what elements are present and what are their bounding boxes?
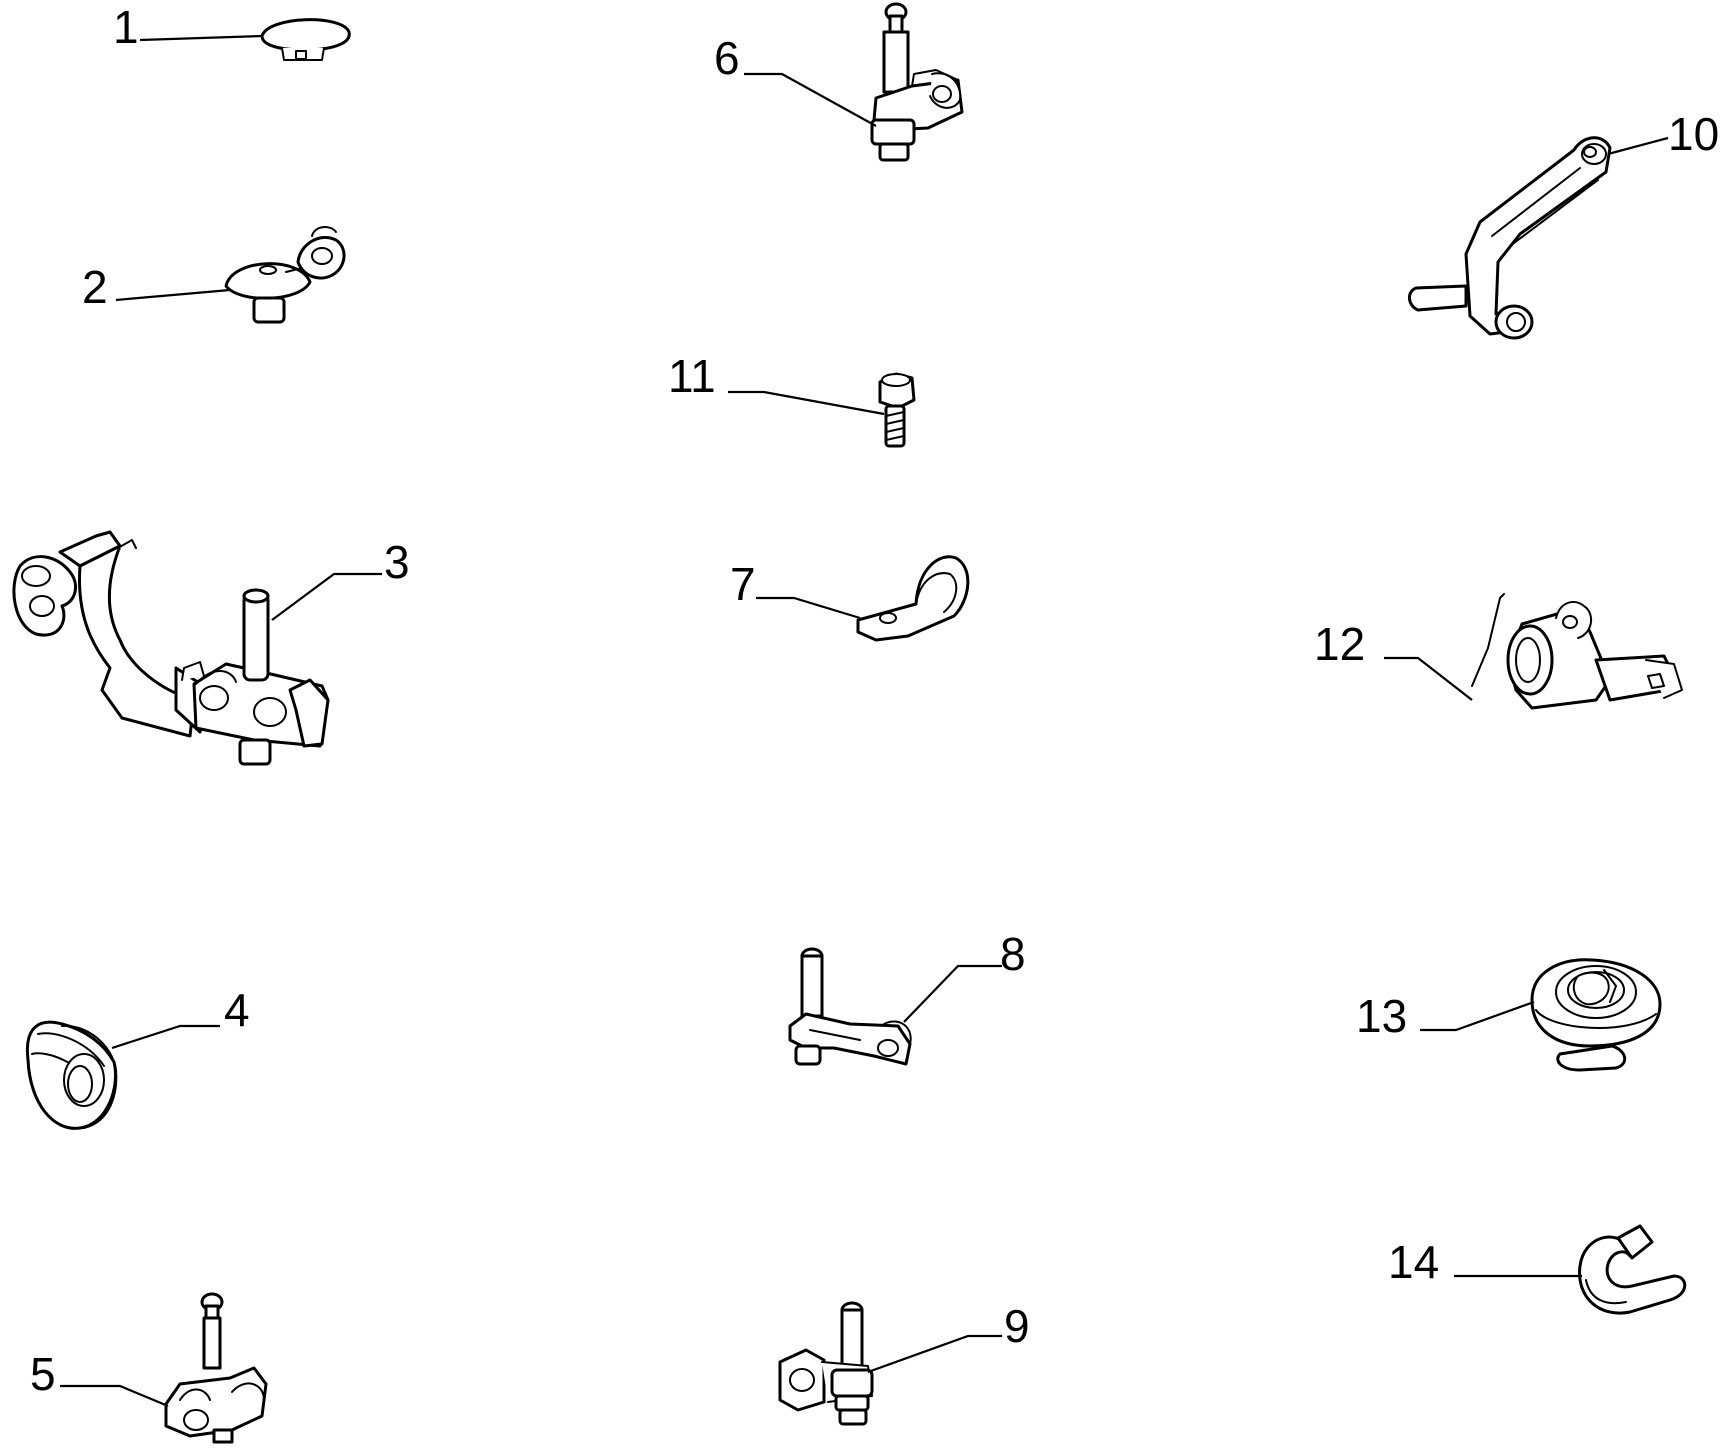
callout-label: 14 [1388,1236,1439,1288]
callout-label: 4 [224,984,250,1036]
part-11-bolt [878,372,916,448]
callout-12: 12 [1314,618,1473,701]
callout-14: 14 [1388,1236,1582,1288]
callout-3: 3 [271,536,410,621]
callout-label: 11 [668,350,716,402]
callout-label: 12 [1314,618,1365,670]
part-14-strap-clip [1578,1224,1687,1315]
callout-label: 13 [1356,990,1407,1042]
part-12-cable-clip [1471,593,1683,710]
callout-5: 5 [30,1348,169,1408]
part-4-grommet [25,1020,118,1130]
callout-2: 2 [82,261,231,313]
callout-10: 10 [1607,108,1719,160]
callout-1: 1 [113,1,263,53]
part-2-clip [224,226,346,324]
callout-label: 8 [1000,928,1026,980]
part-5-clip [164,1292,268,1444]
part-1-cap-plug [260,18,351,61]
part-7-p-clip [856,555,970,642]
part-6-pin-clip [870,2,964,162]
callout-label: 10 [1668,108,1719,160]
callout-11: 11 [668,350,885,416]
callout-label: 2 [82,261,108,313]
callout-6: 6 [714,32,877,127]
part-10-lever [1408,136,1612,340]
callout-label: 7 [730,558,756,610]
part-8-arm-clip [788,947,912,1066]
part-3-bracket [12,530,330,766]
callout-9: 9 [867,1300,1030,1374]
part-9-clip [778,1301,874,1426]
callout-8: 8 [903,928,1026,1023]
callout-label: 5 [30,1348,56,1400]
callout-label: 6 [714,32,740,84]
callout-label: 3 [384,536,410,588]
callout-label: 9 [1004,1300,1030,1352]
callout-7: 7 [730,558,861,620]
callout-4: 4 [111,984,250,1050]
callout-label: 1 [113,1,139,53]
callout-13: 13 [1356,990,1535,1042]
part-13-grommet-ring [1530,958,1662,1072]
